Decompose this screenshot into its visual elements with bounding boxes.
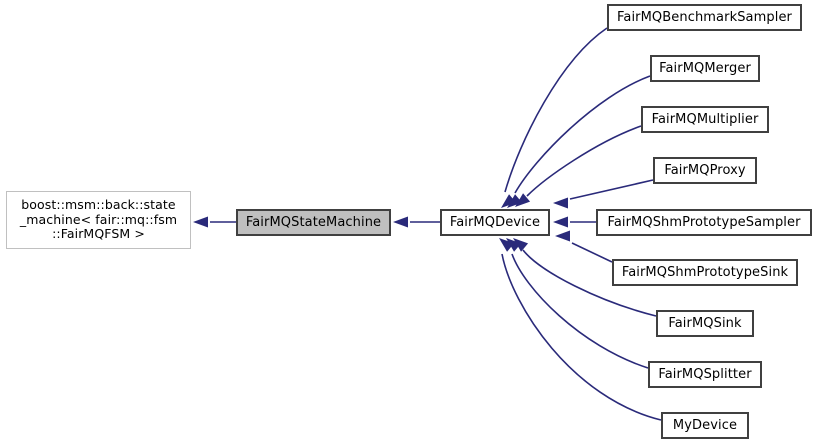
node-label: FairMQShmPrototypeSampler: [607, 215, 801, 230]
node-label: FairMQSplitter: [658, 367, 752, 382]
node-label: FairMQBenchmarkSampler: [617, 10, 792, 25]
edge-line: [504, 27, 608, 193]
node-label: MyDevice: [672, 418, 738, 433]
node-label: FairMQStateMachine: [245, 215, 382, 230]
edge-arrowhead-icon: [515, 193, 531, 207]
node-label: FairMQMerger: [659, 61, 751, 76]
edge-arrowhead-icon: [501, 194, 517, 208]
fairmq-sink-node[interactable]: FairMQSink: [656, 310, 754, 337]
node-label: FairMQSink: [668, 316, 742, 331]
edge-arrowhead-icon: [555, 230, 570, 242]
edge-arrowhead-icon: [553, 216, 568, 228]
node-label: FairMQShmPrototypeSink: [621, 265, 789, 280]
node-label: FairMQProxy: [664, 163, 746, 178]
edge-line: [569, 179, 654, 200]
edge-statemachine-to-boost: [193, 216, 236, 228]
my-device-node[interactable]: MyDevice: [661, 412, 749, 439]
fairmq-proxy-node[interactable]: FairMQProxy: [653, 157, 757, 184]
edge-arrowhead-icon: [193, 216, 208, 228]
node-label: boost::msm::back::state _machine< fair::…: [19, 197, 178, 242]
fairmq-shm-prototype-sink-node[interactable]: FairMQShmPrototypeSink: [612, 259, 798, 286]
fairmq-multiplier-node[interactable]: FairMQMultiplier: [641, 106, 769, 133]
fairmq-shm-prototype-sampler-node[interactable]: FairMQShmPrototypeSampler: [596, 209, 812, 236]
node-label: FairMQDevice: [449, 215, 541, 230]
fairmq-benchmark-sampler-node[interactable]: FairMQBenchmarkSampler: [607, 4, 802, 31]
edge-merger-to-device: [507, 75, 651, 208]
edge-arrowhead-icon: [507, 194, 523, 208]
edge-arrowhead-icon: [506, 238, 522, 252]
edge-arrowhead-icon: [393, 216, 408, 228]
edge-line: [571, 242, 613, 263]
edge-arrowhead-icon: [553, 197, 568, 209]
edge-arrowhead-icon: [513, 238, 529, 252]
fairmq-device-node[interactable]: FairMQDevice: [440, 209, 550, 236]
node-label: FairMQMultiplier: [651, 112, 759, 127]
edge-splitter-to-device: [506, 238, 649, 369]
fairmq-state-machine-node[interactable]: FairMQStateMachine: [236, 209, 391, 236]
edge-line: [514, 75, 651, 194]
edge-line: [526, 125, 642, 197]
boost-state-machine-node[interactable]: boost::msm::back::state _machine< fair::…: [6, 191, 191, 249]
fairmq-splitter-node[interactable]: FairMQSplitter: [648, 361, 762, 388]
edge-benchmarksampler-to-device: [501, 27, 608, 208]
edge-shmprototypesampler-to-device: [553, 216, 596, 228]
edge-arrowhead-icon: [499, 238, 515, 252]
fairmq-merger-node[interactable]: FairMQMerger: [650, 55, 760, 82]
edge-device-to-statemachine: [393, 216, 440, 228]
edge-proxy-to-device: [553, 179, 654, 209]
edge-multiplier-to-device: [515, 125, 642, 207]
